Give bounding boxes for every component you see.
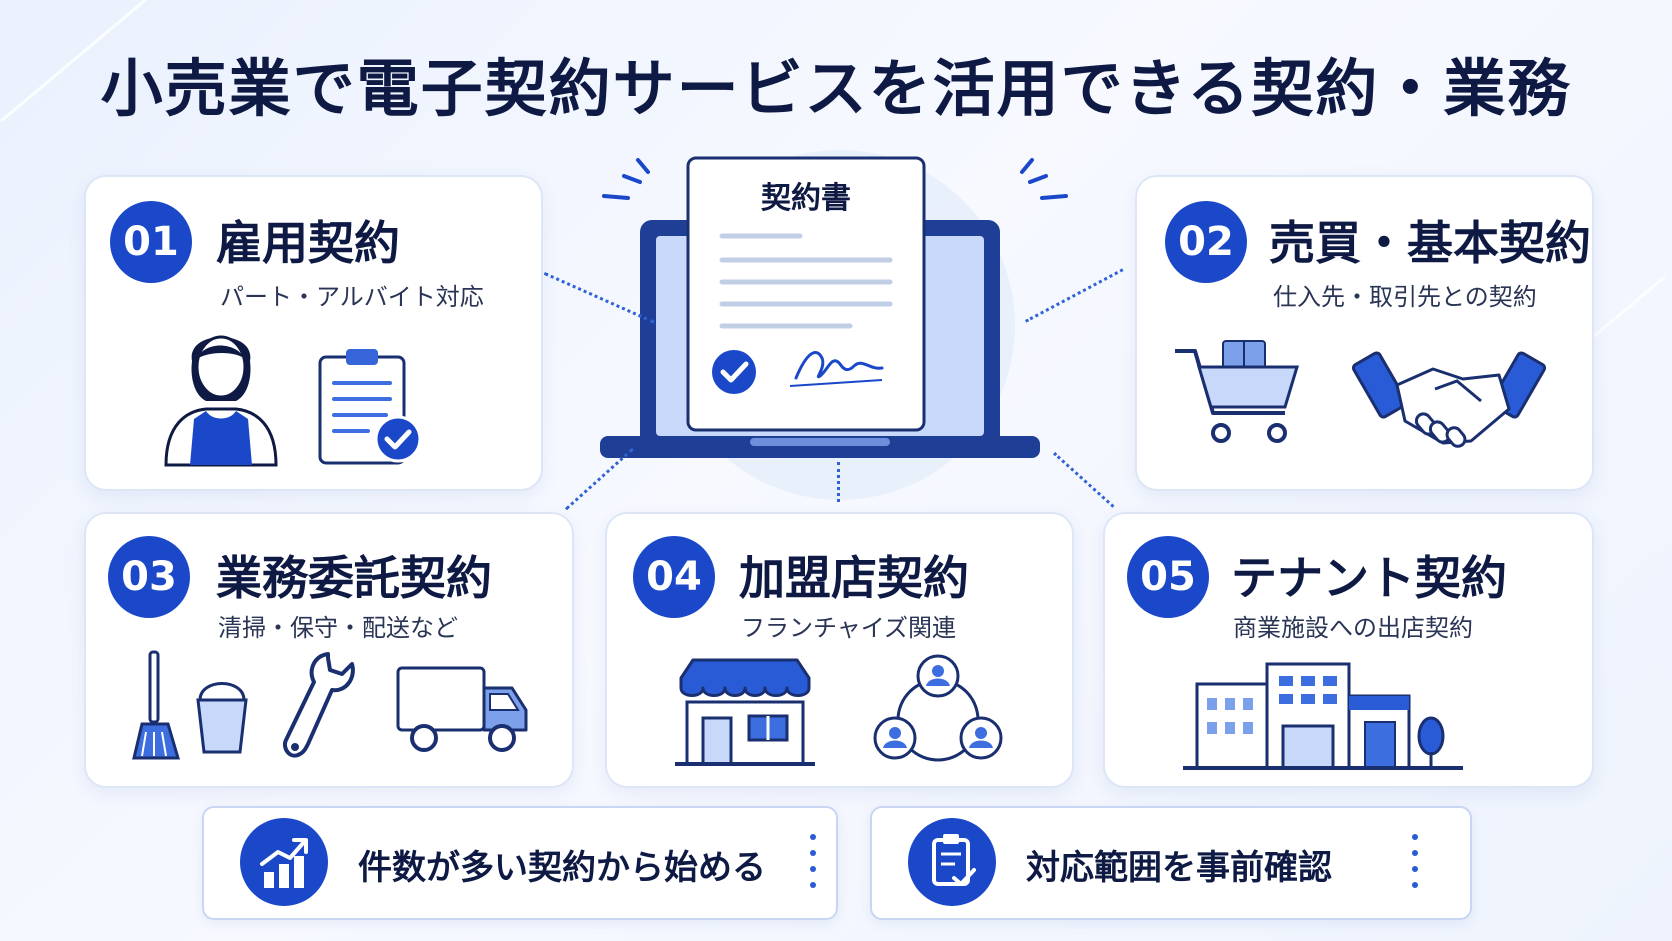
card-title: テナント契約 <box>1231 551 1507 605</box>
wrench-icon <box>283 652 355 758</box>
laptop-contract-illustration: 契約書 <box>600 150 1068 500</box>
card-title: 売買・基本契約 <box>1269 216 1591 270</box>
card-number: 02 <box>1165 201 1247 283</box>
tip-start-high-volume: 件数が多い契約から始める <box>202 806 838 920</box>
card-subtitle: 清掃・保守・配送など <box>218 614 458 642</box>
broom-bucket-icon <box>132 650 248 760</box>
commercial-building-icon <box>1183 662 1463 770</box>
card-title: 業務委託契約 <box>216 551 492 605</box>
card-subtitle: パート・アルバイト対応 <box>220 283 484 311</box>
tip-confirm-scope: 対応範囲を事前確認 <box>870 806 1472 920</box>
card-number: 03 <box>108 536 190 618</box>
signature-icon <box>794 351 884 380</box>
storefront-icon <box>675 658 815 766</box>
card-franchise-contract: 04 加盟店契約 フランチャイズ関連 <box>605 512 1074 788</box>
check-circle-icon <box>712 350 756 394</box>
more-dots-icon <box>810 834 816 898</box>
card-number: 05 <box>1127 536 1209 618</box>
card-title: 雇用契約 <box>216 216 400 270</box>
tip-label: 対応範囲を事前確認 <box>1026 848 1332 888</box>
card-tenant-contract: 05 テナント契約 商業施設への出店契約 <box>1103 512 1594 788</box>
card-employment-contract: 01 雇用契約 パート・アルバイト対応 <box>84 175 543 491</box>
card-subtitle: 仕入先・取引先との契約 <box>1273 283 1537 311</box>
staff-person-icon <box>164 335 278 467</box>
delivery-truck-icon <box>396 666 528 752</box>
page-title: 小売業で電子契約サービスを活用できる契約・業務 <box>100 52 1572 125</box>
shopping-cart-icon <box>1175 340 1300 443</box>
sparkle-lines-icon <box>602 158 1068 200</box>
document-label: 契約書 <box>761 181 851 216</box>
clipboard-check-icon <box>932 834 976 886</box>
more-dots-icon <box>1412 834 1418 898</box>
clipboard-check-icon <box>318 349 422 465</box>
card-number: 01 <box>110 201 192 283</box>
card-sales-basic-contract: 02 売買・基本契約 仕入先・取引先との契約 <box>1135 175 1594 491</box>
card-subtitle: フランチャイズ関連 <box>741 614 957 642</box>
handshake-icon <box>1351 351 1547 448</box>
card-subtitle: 商業施設への出店契約 <box>1233 614 1473 642</box>
connector-line <box>837 462 840 502</box>
tip-label: 件数が多い契約から始める <box>358 848 766 888</box>
card-outsourcing-contract: 03 業務委託契約 清掃・保守・配送など <box>84 512 574 788</box>
network-people-icon <box>873 654 1003 762</box>
card-title: 加盟店契約 <box>739 551 969 605</box>
card-number: 04 <box>633 536 715 618</box>
bar-chart-up-icon <box>260 838 308 888</box>
